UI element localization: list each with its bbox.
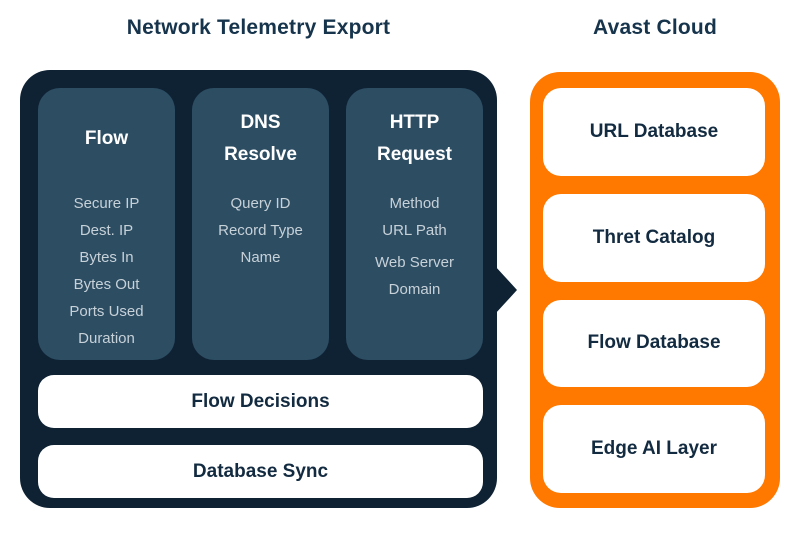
avast-cloud-panel: URL Database Thret Catalog Flow Database… [530, 72, 780, 508]
dns-resolve-column-items: Query ID Record Type Name [192, 190, 329, 271]
column-item: Bytes Out [73, 276, 140, 293]
column-item: Secure IP [73, 195, 140, 212]
cloud-box-edge-ai-layer: Edge AI Layer [543, 405, 765, 493]
column-item: Dest. IP [79, 222, 134, 239]
right-panel-title: Avast Cloud [593, 16, 717, 39]
cloud-box-threat-catalog: Thret Catalog [543, 193, 765, 282]
bar-label: Flow Decisions [191, 390, 330, 412]
column-heading-label: HTTP Request [377, 112, 452, 165]
cloud-box-label: Flow Database [587, 332, 721, 354]
bar-label: Database Sync [192, 460, 329, 482]
cloud-box-label: Thret Catalog [592, 226, 716, 248]
flow-decisions-bar: Flow Decisions [38, 375, 483, 428]
column-item: URL Path [382, 222, 447, 239]
column-item: Record Type [218, 222, 303, 239]
cloud-box-label: URL Database [589, 120, 719, 142]
cloud-box-label: Edge AI Layer [590, 438, 717, 460]
column-item: Bytes In [79, 249, 134, 266]
cloud-box-flow-database: Flow Database [543, 299, 765, 388]
flow-column-heading: Flow [38, 88, 175, 190]
dns-resolve-column-heading: DNS Resolve [192, 88, 329, 190]
flow-column-items: Secure IP Dest. IP Bytes In Bytes Out Po… [38, 190, 175, 352]
flow-column: Flow Secure IP Dest. IP Bytes In Bytes O… [38, 88, 175, 360]
column-item: Query ID [230, 195, 291, 212]
column-heading-label: Flow [84, 128, 129, 149]
column-item: Method [389, 195, 440, 212]
column-heading-label: DNS Resolve [224, 112, 297, 165]
dns-resolve-column: DNS Resolve Query ID Record Type Name [192, 88, 329, 360]
cloud-box-url-database: URL Database [543, 88, 765, 176]
left-panel-title: Network Telemetry Export [126, 16, 391, 39]
http-request-column: HTTP Request Method URL Path Web Server … [346, 88, 483, 360]
column-item: Web Server Domain [375, 254, 454, 298]
http-request-column-heading: HTTP Request [346, 88, 483, 190]
column-item: Name [240, 249, 281, 266]
arrow-right-icon [495, 266, 517, 314]
database-sync-bar: Database Sync [38, 445, 483, 498]
http-request-column-items: Method URL Path Web Server Domain [346, 190, 483, 303]
telemetry-columns: Flow Secure IP Dest. IP Bytes In Bytes O… [38, 88, 483, 360]
column-item: Duration [78, 330, 135, 347]
telemetry-export-panel: Flow Secure IP Dest. IP Bytes In Bytes O… [20, 70, 497, 508]
column-item: Ports Used [69, 303, 144, 320]
